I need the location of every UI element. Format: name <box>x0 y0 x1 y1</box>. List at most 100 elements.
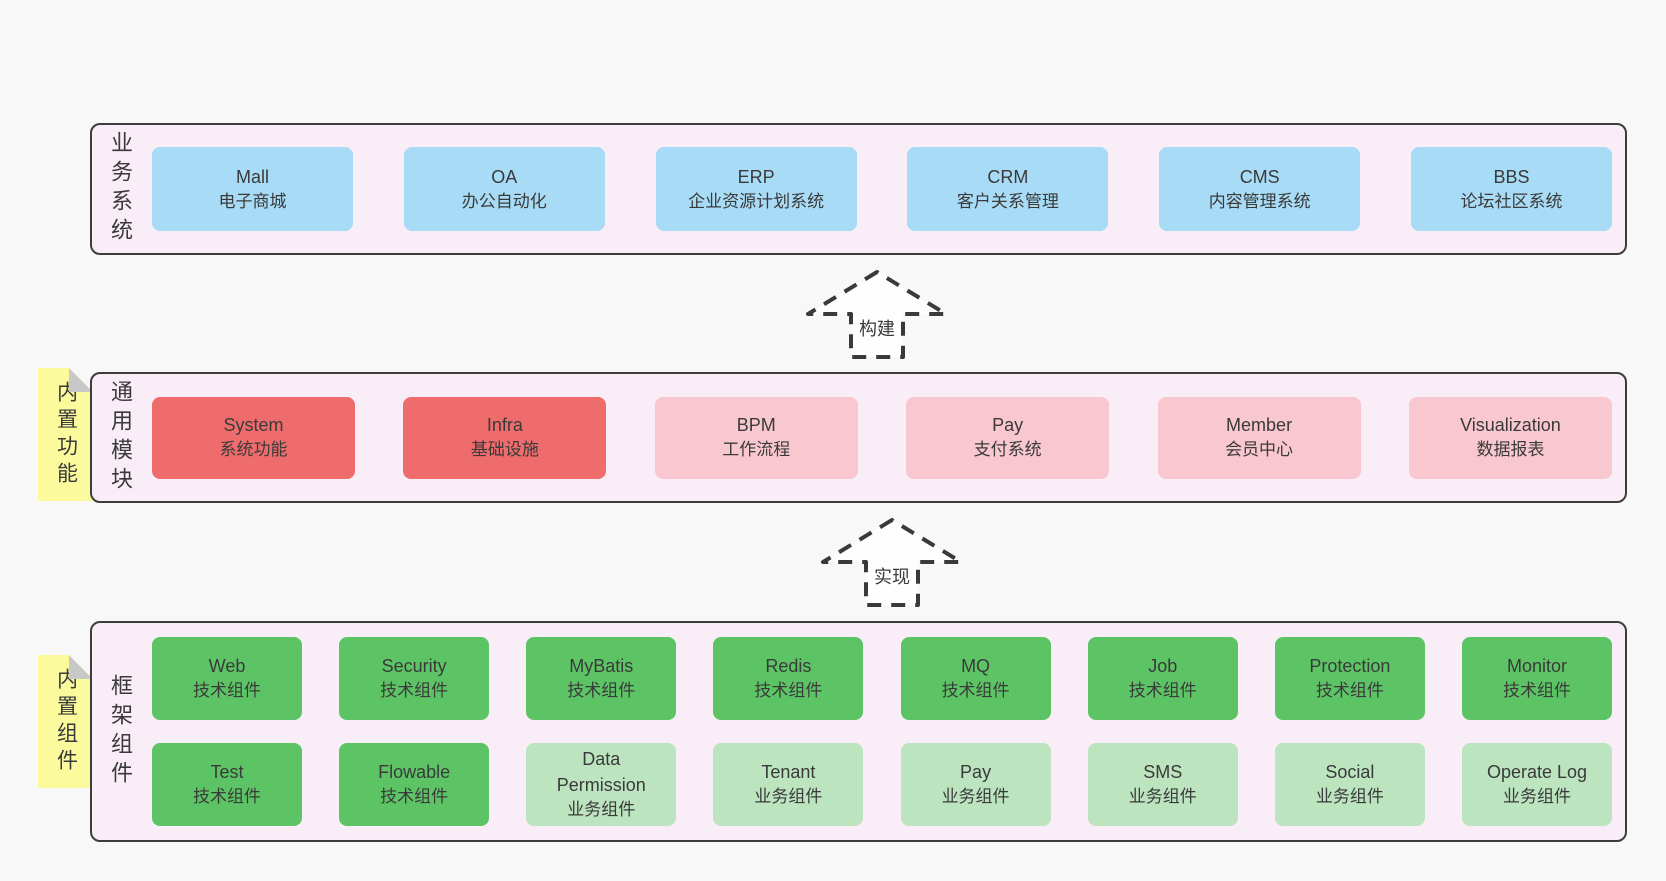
box-subtitle: 技术组件 <box>193 787 261 807</box>
band-label-framework-components: 框架组件 <box>108 673 133 790</box>
box-test: Test 技术组件 <box>152 743 302 826</box>
build-arrow: 构建 <box>802 269 952 361</box>
box-title: Test <box>210 762 244 782</box>
box-subtitle: 系统功能 <box>219 440 288 460</box>
box-security: Security 技术组件 <box>339 637 490 720</box>
box-cms: CMS 内容管理系统 <box>1159 147 1361 231</box>
box-subtitle: 会员中心 <box>1225 440 1294 460</box>
box-title: Data Permission <box>556 749 646 795</box>
box-mall: Mall 电子商城 <box>152 147 353 231</box>
box-bbs: BBS 论坛社区系统 <box>1410 147 1612 231</box>
band-label-business-systems: 业务系统 <box>108 131 133 247</box>
box-visualization: Visualization 数据报表 <box>1408 396 1612 479</box>
box-bpm: BPM 工作流程 <box>654 396 858 479</box>
implement-arrow: 实现 <box>817 517 967 609</box>
box-pay-component: Pay 业务组件 <box>900 743 1051 826</box>
common-modules-boxes: System 系统功能 Infra 基础设施 BPM 工作流程 Pay 支付系统… <box>148 374 1625 501</box>
box-social: Social 业务组件 <box>1274 743 1425 826</box>
arrow-label-implement: 实现 <box>874 567 910 587</box>
box-job: Job 技术组件 <box>1087 637 1238 720</box>
box-title: BPM <box>736 415 776 435</box>
box-subtitle: 客户关系管理 <box>956 191 1059 211</box>
business-components-row: Test 技术组件 Flowable 技术组件 Data Permission … <box>152 743 1612 826</box>
box-subtitle: 技术组件 <box>941 681 1010 701</box>
technical-components-row: Web 技术组件 Security 技术组件 MyBatis 技术组件 Redi… <box>152 637 1612 720</box>
box-subtitle: 工作流程 <box>722 440 791 460</box>
box-subtitle: 数据报表 <box>1476 440 1545 460</box>
band-common-modules: 通用模块 System 系统功能 Infra 基础设施 BPM 工作流程 Pay… <box>90 372 1627 503</box>
band-business-systems: 业务系统 Mall 电子商城 OA 办公自动化 ERP 企业资源计划系统 CRM… <box>90 123 1627 255</box>
box-title: ERP <box>737 166 775 187</box>
box-title: Monitor <box>1506 656 1567 676</box>
box-subtitle: 基础设施 <box>470 440 539 460</box>
box-title: Flowable <box>378 762 451 782</box>
box-title: Member <box>1226 415 1293 435</box>
box-subtitle: 支付系统 <box>973 440 1042 460</box>
box-subtitle: 业务组件 <box>1128 787 1197 807</box>
box-subtitle: 业务组件 <box>1502 787 1571 807</box>
box-title: Mall <box>235 166 269 187</box>
box-title: CRM <box>987 166 1029 187</box>
box-flowable: Flowable 技术组件 <box>339 743 490 826</box>
band-label-common-modules: 通用模块 <box>108 379 133 496</box>
band-framework-components: 框架组件 Web 技术组件 Security 技术组件 MyBatis 技术组件… <box>90 621 1627 842</box>
box-tenant: Tenant 业务组件 <box>713 743 864 826</box>
dashed-up-arrow-icon <box>821 518 963 607</box>
box-title: System <box>223 415 284 435</box>
box-title: SMS <box>1143 762 1183 782</box>
box-title: Pay <box>992 415 1024 435</box>
box-protection: Protection 技术组件 <box>1274 637 1425 720</box>
box-subtitle: 办公自动化 <box>461 191 547 211</box>
box-sms: SMS 业务组件 <box>1087 743 1238 826</box>
box-title: Security <box>381 656 447 676</box>
box-subtitle: 技术组件 <box>1315 681 1384 701</box>
box-subtitle: 技术组件 <box>567 681 636 701</box>
box-title: CMS <box>1239 166 1280 187</box>
box-title: Protection <box>1309 656 1391 676</box>
box-title: OA <box>491 166 518 187</box>
box-subtitle: 业务组件 <box>1315 787 1384 807</box>
box-title: Pay <box>960 762 992 782</box>
box-title: MQ <box>961 656 991 676</box>
box-subtitle: 业务组件 <box>567 799 636 819</box>
box-monitor: Monitor 技术组件 <box>1461 637 1612 720</box>
dashed-up-arrow-icon <box>806 270 948 359</box>
sticky-note-label: 内置组件 <box>54 667 78 776</box>
box-subtitle: 技术组件 <box>193 681 261 701</box>
box-title: Redis <box>765 656 812 676</box>
box-title: Infra <box>486 415 523 435</box>
arrow-label-build: 构建 <box>859 319 895 339</box>
box-system: System 系统功能 <box>152 396 355 479</box>
box-subtitle: 论坛社区系统 <box>1460 191 1563 211</box>
box-mq: MQ 技术组件 <box>900 637 1051 720</box>
business-systems-boxes: Mall 电子商城 OA 办公自动化 ERP 企业资源计划系统 CRM 客户关系… <box>148 125 1625 253</box>
box-subtitle: 技术组件 <box>754 681 823 701</box>
box-subtitle: 技术组件 <box>380 681 449 701</box>
box-title: Social <box>1325 762 1375 782</box>
box-operate-log: Operate Log 业务组件 <box>1461 743 1612 826</box>
box-title: BBS <box>1493 166 1530 187</box>
box-infra: Infra 基础设施 <box>403 396 607 479</box>
box-oa: OA 办公自动化 <box>403 147 605 231</box>
box-title: Job <box>1148 656 1178 676</box>
framework-components-rows: Web 技术组件 Security 技术组件 MyBatis 技术组件 Redi… <box>148 623 1625 840</box>
box-title: MyBatis <box>569 656 634 676</box>
box-subtitle: 技术组件 <box>1128 681 1197 701</box>
box-subtitle: 电子商城 <box>218 191 287 211</box>
box-mybatis: MyBatis 技术组件 <box>526 637 677 720</box>
box-title: Operate Log <box>1486 762 1588 782</box>
box-web: Web 技术组件 <box>152 637 302 720</box>
box-member: Member 会员中心 <box>1157 396 1361 479</box>
box-subtitle: 技术组件 <box>380 787 449 807</box>
box-title: Visualization <box>1460 415 1561 435</box>
box-title: Tenant <box>761 762 816 782</box>
sticky-note-built-in-features: 内置功能 <box>38 368 93 501</box>
sticky-note-built-in-components: 内置组件 <box>38 655 93 788</box>
box-subtitle: 内容管理系统 <box>1208 191 1311 211</box>
box-subtitle: 企业资源计划系统 <box>688 191 825 211</box>
box-redis: Redis 技术组件 <box>713 637 864 720</box>
box-subtitle: 业务组件 <box>754 787 823 807</box>
box-title: Web <box>208 656 246 676</box>
box-subtitle: 技术组件 <box>1502 681 1571 701</box>
